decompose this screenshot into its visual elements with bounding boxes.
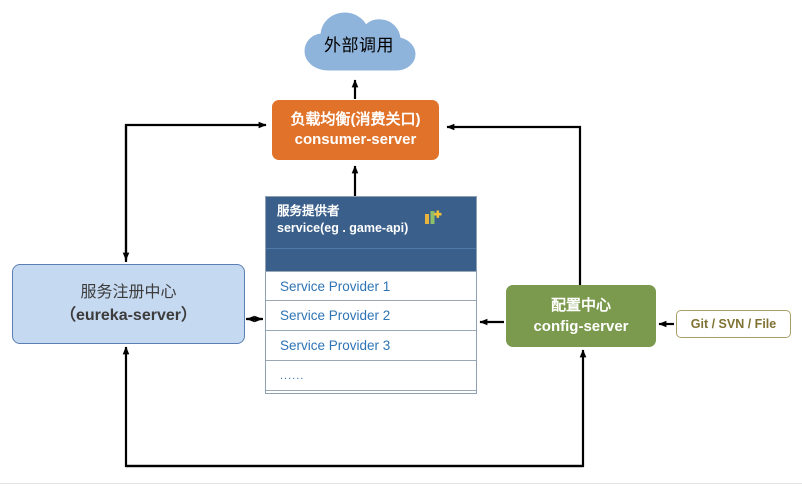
provider-label: ...... <box>280 369 305 382</box>
list-item[interactable]: Service Provider 1 <box>265 271 477 301</box>
service-provider-header: 服务提供者 service(eg . game-api) <box>265 196 477 248</box>
eureka-server-box[interactable]: 服务注册中心 （eureka-server） <box>12 264 245 344</box>
config-title-en: config-server <box>533 318 629 335</box>
list-item[interactable]: ...... <box>265 361 477 391</box>
arrow-rail-left-to-consumer <box>124 121 267 262</box>
eureka-title-cn: 服务注册中心 <box>80 284 177 301</box>
service-header-title-en: service(eg . game-api) <box>277 221 409 235</box>
eureka-title-en: （eureka-server） <box>60 307 197 324</box>
git-label: Git / SVN / File <box>690 317 777 331</box>
list-item[interactable]: Service Provider 2 <box>265 301 477 331</box>
external-call-cloud[interactable]: 外部调用 <box>296 8 422 78</box>
list-item[interactable]: Service Provider 3 <box>265 331 477 361</box>
cloud-shape-icon <box>304 12 416 71</box>
chart-add-icon <box>425 210 442 224</box>
provider-label: Service Provider 2 <box>280 308 391 323</box>
consumer-server-box[interactable]: 负载均衡(消费关口) consumer-server <box>272 100 439 160</box>
config-title-cn: 配置中心 <box>550 297 611 314</box>
bottom-divider <box>0 483 802 484</box>
service-header-title-cn: 服务提供者 <box>277 204 340 218</box>
config-server-box[interactable]: 配置中心 config-server <box>506 285 656 347</box>
cloud-label: 外部调用 <box>324 35 394 55</box>
git-svn-file-box[interactable]: Git / SVN / File <box>676 310 791 338</box>
consumer-title-cn: 负载均衡(消费关口) <box>290 111 421 128</box>
consumer-title-en: consumer-server <box>294 131 417 148</box>
provider-label: Service Provider 1 <box>280 278 391 294</box>
service-provider-subbar <box>265 248 477 271</box>
provider-label: Service Provider 3 <box>280 338 391 353</box>
service-provider-panel[interactable]: 服务提供者 service(eg . game-api) Service Pro… <box>265 196 477 394</box>
